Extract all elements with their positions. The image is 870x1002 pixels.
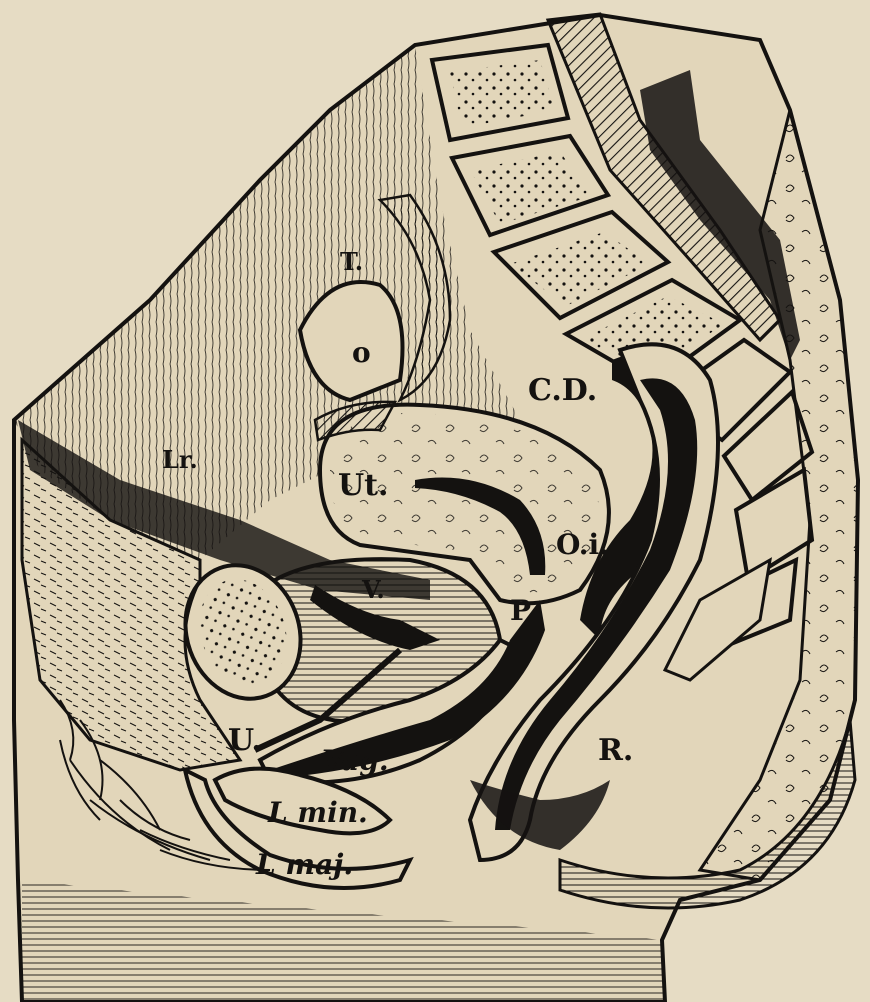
label-cd: C.D.: [528, 373, 597, 408]
label-ut: Ut.: [338, 468, 388, 503]
label-t: T.: [340, 247, 363, 276]
label-v: V.: [361, 575, 385, 604]
label-oi: O.i.: [556, 528, 609, 561]
label-r: R.: [598, 733, 633, 768]
label-p: P: [510, 594, 531, 627]
label-o: o: [352, 336, 371, 369]
label-lr: Lr.: [162, 445, 198, 474]
label-u: U.: [228, 723, 262, 758]
label-lmaj: L maj.: [255, 848, 353, 881]
label-vag: Vag.: [322, 744, 389, 777]
label-lmin: L min.: [267, 796, 368, 829]
